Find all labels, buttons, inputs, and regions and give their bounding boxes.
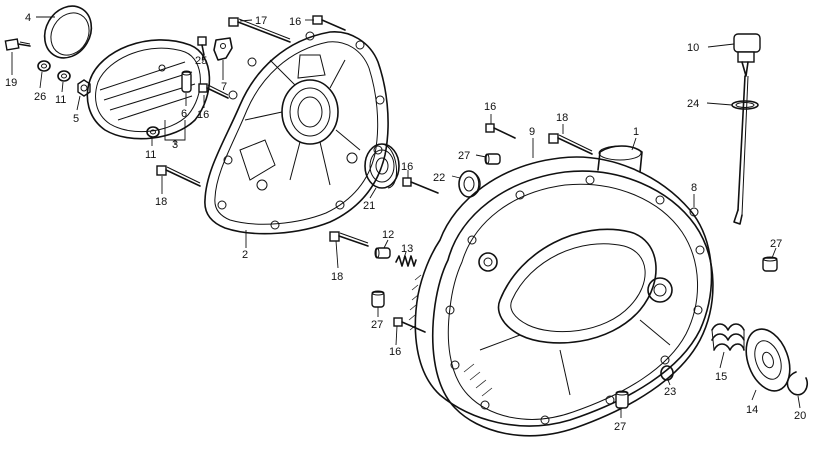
main-cover-1 <box>431 145 714 437</box>
callout-3: 3 <box>172 139 178 151</box>
callout-16c: 16 <box>401 161 413 173</box>
callout-15: 15 <box>715 371 727 383</box>
callout-8: 8 <box>691 182 697 194</box>
callout-16a: 16 <box>197 109 209 121</box>
dowel-6 <box>181 70 192 93</box>
dowel-27c <box>615 390 629 409</box>
callout-21: 21 <box>363 200 375 212</box>
o-ring-24 <box>731 100 759 110</box>
callout-13: 13 <box>401 243 413 255</box>
callout-26: 26 <box>34 91 46 103</box>
washer-26 <box>37 60 51 72</box>
dowel-27d <box>371 290 385 308</box>
outer-cover-3 <box>86 39 211 140</box>
circlip-20 <box>786 371 809 396</box>
bolt-16d <box>485 123 516 139</box>
spring-13 <box>395 255 417 267</box>
callout-27a: 27 <box>458 150 470 162</box>
spring-15 <box>711 323 745 351</box>
callout-24: 24 <box>687 98 699 110</box>
plate-14 <box>745 328 791 392</box>
callout-17: 17 <box>255 15 267 27</box>
dowel-27b <box>762 256 778 272</box>
bolt-16a <box>198 83 229 99</box>
callout-18b: 18 <box>556 112 568 124</box>
callout-27d: 27 <box>371 319 383 331</box>
callout-25: 25 <box>195 55 207 67</box>
bearing-21 <box>364 143 400 189</box>
callout-6: 6 <box>181 108 187 120</box>
dipstick-10 <box>733 33 761 225</box>
washer-11a <box>57 70 71 82</box>
callout-7: 7 <box>221 81 227 93</box>
callout-20: 20 <box>794 410 806 422</box>
bolt-19 <box>4 38 31 51</box>
outer-housing-2 <box>204 31 389 235</box>
bolt-16b <box>312 15 346 31</box>
clamp-7 <box>213 37 233 61</box>
callout-11b: 11 <box>145 149 156 161</box>
callout-16d: 16 <box>484 101 496 113</box>
bolt-25 <box>197 36 207 56</box>
callout-11a: 11 <box>55 94 66 106</box>
o-ring-23 <box>660 365 674 381</box>
callout-16e: 16 <box>389 346 401 358</box>
callout-23: 23 <box>664 386 676 398</box>
callout-10: 10 <box>687 42 699 54</box>
callout-5: 5 <box>73 113 79 125</box>
callout-1: 1 <box>633 126 639 138</box>
bolt-18a <box>156 165 201 187</box>
callout-27c: 27 <box>614 421 626 433</box>
callout-labels: 4 19 26 11 5 11 3 6 25 7 16 17 16 2 18 2… <box>5 12 806 433</box>
bolt-18c <box>329 231 369 247</box>
cap-cover-4 <box>43 5 93 59</box>
bolt-hole-8 <box>689 207 699 217</box>
dowel-12 <box>374 247 391 259</box>
callout-12: 12 <box>382 229 394 241</box>
callout-2: 2 <box>242 249 248 261</box>
dowel-27a <box>484 153 501 165</box>
washer-11b <box>146 126 160 138</box>
callout-4: 4 <box>25 12 31 24</box>
bolt-18b <box>548 133 593 155</box>
callout-27b: 27 <box>770 238 782 250</box>
nut-5 <box>77 79 91 97</box>
leader-lines <box>11 16 801 418</box>
bolt-16c <box>402 177 439 194</box>
callout-19: 19 <box>5 77 17 89</box>
seal-22 <box>458 170 481 198</box>
callout-16b: 16 <box>289 16 301 28</box>
callout-22: 22 <box>433 172 445 184</box>
callout-18c: 18 <box>331 271 343 283</box>
bolt-17 <box>228 17 291 43</box>
callout-14: 14 <box>746 404 758 416</box>
callout-9: 9 <box>529 126 535 138</box>
callout-18a: 18 <box>155 196 167 208</box>
bolt-16e <box>393 317 426 333</box>
